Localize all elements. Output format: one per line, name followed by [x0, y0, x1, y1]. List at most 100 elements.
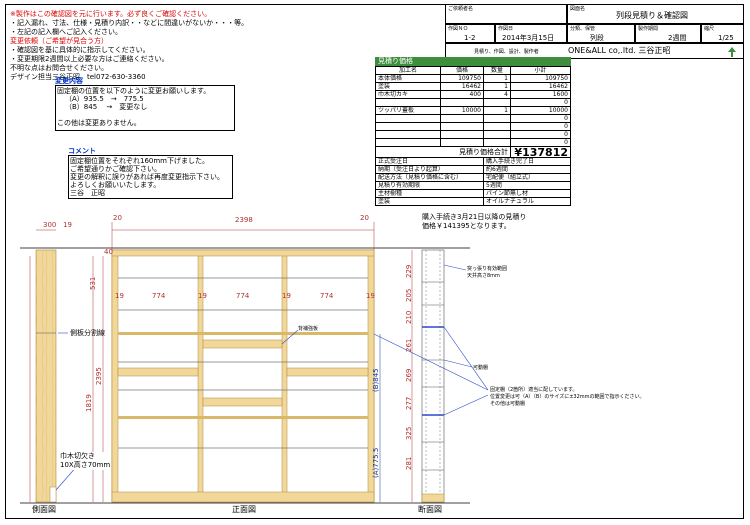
dim-section: 205: [405, 288, 413, 302]
dim-section: 325: [405, 426, 413, 440]
notice-line: ・左記の記入欄へご記入ください。: [10, 28, 122, 36]
category-value: 列段: [590, 34, 604, 42]
change-title: 変更内容: [55, 77, 83, 85]
change-request-block: 変更内容 固定棚の位置を以下のように変更お願いします。 （A）935.5 → 7…: [55, 77, 235, 131]
notice-line: ・変更期限2週間以上必要な方はご連絡ください。: [10, 55, 169, 63]
company-logo-icon: [728, 47, 736, 57]
dim-774: 774: [320, 292, 334, 300]
notice-line: デザイン担当三谷正昭 tel072-630-3360: [10, 73, 146, 81]
category-label: 分類、保管: [570, 26, 596, 32]
company-name: ONE&ALL co,.ltd. 三谷正昭: [568, 46, 671, 55]
notice-line: ・確認図を基に具体的に指示してください。: [10, 46, 150, 54]
comment-line: 変更の解釈に誤りがあれば再度変更指示下さい。: [70, 173, 224, 181]
date-value: 2014年3月15日: [502, 34, 555, 42]
dim-531: 531: [89, 276, 97, 290]
change-box: [55, 85, 235, 131]
dim-2398: 2398: [235, 216, 253, 224]
period-value: 2週間: [668, 34, 687, 42]
total-row: 見積り価格合計 ¥137812: [375, 146, 571, 158]
dim-1819: 1819: [85, 394, 93, 412]
caption-side: 側面図: [32, 505, 56, 514]
comment-line: よろしくお願いいたします。: [70, 181, 161, 189]
dim-20: 20: [360, 214, 369, 222]
info-value: オイルナチュラル: [483, 197, 571, 206]
scale-value: 1/25: [718, 34, 734, 42]
dim-19: 19: [366, 292, 375, 300]
dim-section: 281: [405, 456, 413, 470]
drawing-frame: [5, 4, 744, 519]
change-line: （A）935.5 → 775.5: [65, 95, 144, 103]
period-label: 製作期間: [638, 26, 659, 32]
front-view: [111, 249, 375, 503]
side-view: [35, 249, 57, 503]
drawing-cell: 図面名 列段見積り＆確認図: [567, 4, 744, 24]
customer-cell: ご依頼者名: [445, 4, 567, 24]
comment-block: コメント 固定棚位置をそれぞれ160mm下げました。 ご希望通りかご確認下さい。…: [68, 147, 233, 199]
callout-movable: 可動棚: [473, 365, 489, 371]
dim-19: 19: [282, 292, 291, 300]
callout-fixed-2: 位置変更は可（A）（B）のサイズに±32mmの範囲で指示ください。: [490, 394, 645, 400]
caption-section: 断面図: [418, 505, 442, 514]
sub-caption: 見積り、作図、設計、製作者: [474, 49, 539, 55]
comment-line: 三谷 正昭: [70, 189, 105, 197]
notice-line: 不明な点はお問合せください。: [10, 64, 108, 72]
dim-2395: 2395: [95, 367, 103, 385]
callout-reinforce: 背補強板: [298, 326, 319, 332]
date-cell: 作図日 2014年3月15日: [495, 24, 567, 43]
company-cell: 見積り、作図、設計、製作者 ONE&ALL co,.ltd. 三谷正昭: [445, 43, 744, 59]
dim-774: 774: [152, 292, 166, 300]
notice-line: 変更依頼（ご希望が見合う方）: [10, 37, 108, 45]
dim-b: (B)845: [372, 368, 380, 392]
notice-line: ※製作はこの確認図を元に行います。必ず良くご確認ください。: [10, 10, 212, 18]
dim-section: 277: [405, 396, 413, 410]
section-view: [421, 249, 445, 503]
dim-19: 19: [63, 221, 72, 229]
scale-cell: 縮尺 1/25: [701, 24, 744, 43]
dim-300: 300: [43, 221, 57, 229]
notice-line: ・記入漏れ、寸法、仕様・見積り内訳・・などに間違いがないか・・・等。: [10, 19, 249, 27]
comment-title: コメント: [68, 147, 96, 155]
no-cell: 作図ＮＯ 1-2: [445, 24, 495, 43]
title-block: ご依頼者名 図面名 列段見積り＆確認図 作図ＮＯ 1-2 作図日 2014年3月…: [445, 4, 744, 59]
change-line: 固定棚の位置を以下のように変更お願いします。: [57, 87, 211, 95]
dim-section: 261: [405, 338, 413, 352]
callout-fixed-3: その他は可動棚: [490, 401, 526, 407]
change-line: この他は変更ありません。: [57, 119, 141, 127]
dim-section: 210: [405, 310, 413, 324]
dim-19: 19: [115, 292, 124, 300]
callout-tension-2: 天井高さ8mm: [467, 273, 500, 279]
change-line: （B）845 → 変更なし: [65, 103, 148, 111]
category-cell: 分類、保管 列段: [567, 24, 635, 43]
drawing-label: 図面名: [570, 6, 586, 12]
no-value: 1-2: [464, 34, 476, 42]
callout-side-split: 側板分割線: [70, 329, 105, 337]
no-label: 作図ＮＯ: [448, 26, 469, 32]
comment-line: ご希望通りかご確認下さい。: [70, 165, 161, 173]
date-label: 作図日: [498, 26, 514, 32]
callout-tension-1: 突っ張り有効範囲: [467, 266, 508, 272]
customer-label: ご依頼者名: [448, 6, 474, 12]
info-row: 塗装オイルナチュラル: [375, 197, 571, 206]
dim-section: 269: [405, 368, 413, 382]
dim-19: 19: [198, 292, 207, 300]
comment-line: 固定棚位置をそれぞれ160mm下げました。: [70, 157, 209, 165]
callout-fixed-1: 固定棚（2箇所）適当に配しています。: [490, 387, 578, 393]
dim-774: 774: [236, 292, 250, 300]
scale-label: 縮尺: [704, 26, 715, 32]
drawing-name: 列段見積り＆確認図: [616, 11, 688, 20]
dim-a: (A)775.5: [372, 447, 380, 478]
period-cell: 製作期間 2週間: [635, 24, 701, 43]
price-note-line: 購入手続き3月21日以降の見積り: [422, 213, 527, 221]
dim-section: 229: [405, 264, 413, 278]
dim-40: 40: [104, 248, 113, 256]
caption-front: 正面図: [232, 505, 256, 514]
callout-baseboard: 巾木切欠き 10X高さ70mm: [60, 452, 111, 470]
dim-20: 20: [113, 214, 122, 222]
comment-box: [68, 155, 233, 199]
price-header: 見積り価格: [375, 57, 571, 66]
